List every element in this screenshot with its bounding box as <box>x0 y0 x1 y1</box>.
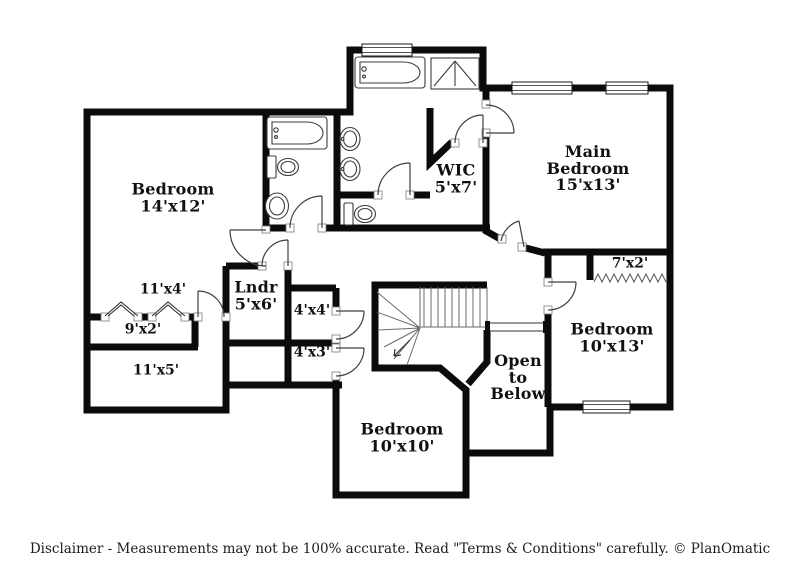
bathtub-hall-icon <box>266 116 328 150</box>
door-arc-main-bath <box>485 104 515 134</box>
window-icon <box>605 81 649 95</box>
window-icon <box>511 81 573 95</box>
window-icon <box>361 43 413 57</box>
fixtures <box>264 56 480 226</box>
shower-icon <box>430 57 480 90</box>
windows <box>361 43 649 414</box>
dim-label-7x2: 7'x2' <box>611 255 649 272</box>
dim-label-4x4: 4'x4' <box>293 302 331 319</box>
door-arc-wc <box>377 162 411 196</box>
door-arc-wic <box>454 114 484 144</box>
stairs-icon <box>376 287 488 366</box>
door-arc-closet-4x3 <box>335 347 365 377</box>
toilet-hall-icon <box>266 155 300 179</box>
door-arc-hall-bath <box>289 195 323 229</box>
sink-vanity-2-icon <box>339 156 361 182</box>
dim-label-11x5: 11'x5' <box>132 362 180 379</box>
exterior-wall <box>83 46 674 499</box>
door-arc-bedroom-west <box>229 229 267 267</box>
door-arc-laundry <box>261 239 289 267</box>
dim-label-9x2: 9'x2' <box>124 321 162 338</box>
closet-rod-icon <box>593 272 667 284</box>
door-arc-bedroom-east <box>547 281 577 311</box>
door-arc-closet-strip <box>197 290 225 318</box>
door-arc-closet-4x4 <box>335 310 365 340</box>
window-icon <box>582 400 631 414</box>
door-swings <box>197 104 577 377</box>
bifold-doors-icon <box>104 301 186 317</box>
toilet-wc-icon <box>343 202 377 226</box>
bathtub-main-icon <box>354 56 426 89</box>
dim-label-11x4: 11'x4' <box>139 281 187 298</box>
sink-vanity-1-icon <box>339 126 361 152</box>
dim-label-4x3: 4'x3' <box>293 344 331 361</box>
sink-pedestal-icon <box>264 192 290 220</box>
disclaimer-text: Disclaimer - Measurements may not be 100… <box>29 541 771 557</box>
stairs-direction-arrow <box>393 339 411 357</box>
door-arc-main-bedroom <box>500 220 525 248</box>
railing-icon <box>485 321 548 333</box>
